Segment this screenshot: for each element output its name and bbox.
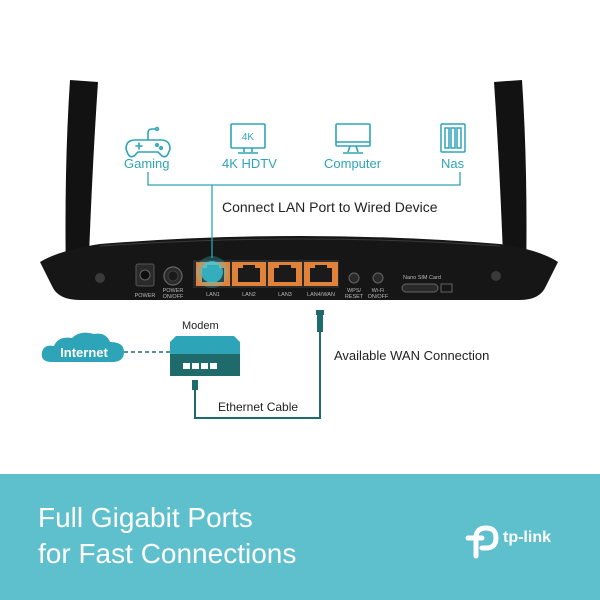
sim-card-label: Nano SIM Card	[403, 275, 441, 281]
ethernet-cable	[192, 310, 324, 419]
wps-label-2: RESET	[345, 294, 364, 300]
right-screw-icon	[491, 271, 501, 281]
router-diagram: POWER POWER ON/OFF LAN1 LAN2	[40, 80, 558, 419]
device-label-gaming: Gaming	[124, 156, 170, 171]
left-antenna	[65, 80, 98, 282]
device-label-nas: Nas	[441, 156, 465, 171]
power-port-label: POWER	[135, 293, 156, 299]
port-lan2: LAN2	[232, 262, 266, 298]
wifi-label-1: Wi-Fi	[372, 288, 385, 294]
wifi-onoff-button	[372, 272, 384, 284]
port-lan2-label: LAN2	[242, 292, 256, 298]
port-lan3: LAN3	[268, 262, 302, 298]
power-jack-hole	[139, 269, 151, 281]
wan-connection-label: Available WAN Connection	[334, 348, 490, 363]
sim-card-slot	[401, 283, 439, 293]
modem-icon	[170, 336, 240, 376]
connect-lan-label: Connect LAN Port to Wired Device	[222, 199, 438, 215]
4k-tv-icon: 4K	[230, 123, 266, 154]
internet-cloud-icon	[41, 332, 124, 362]
device-label-4k-hdtv: 4K HDTV	[222, 156, 277, 171]
device-label-computer: Computer	[324, 156, 382, 171]
router-back-panel: POWER POWER ON/OFF LAN1 LAN2	[40, 236, 558, 300]
tp-link-logo-icon	[465, 525, 499, 559]
port-lan3-label: LAN3	[278, 292, 292, 298]
ethernet-cable-label: Ethernet Cable	[218, 400, 299, 414]
right-antenna	[494, 80, 527, 282]
power-onoff-label-2: ON/OFF	[163, 294, 184, 300]
lan1-highlight	[201, 261, 223, 283]
banner-headline-line1: Full Gigabit Ports	[38, 502, 253, 533]
left-screw-icon	[95, 273, 105, 283]
4k-screen-text: 4K	[242, 132, 255, 143]
gamepad-icon	[125, 126, 171, 158]
power-button-inner	[167, 270, 179, 282]
computer-icon	[335, 123, 371, 154]
connection-bracket	[147, 172, 461, 258]
brand-name: tp-link	[503, 529, 551, 546]
banner-headline-line2: for Fast Connections	[38, 538, 297, 569]
sim-orientation-icon	[440, 283, 453, 293]
port-lan4-wan-label: LAN4/WAN	[307, 292, 335, 298]
feature-banner: Full Gigabit Ports for Fast Connections …	[0, 474, 600, 600]
wps-reset-button	[348, 272, 360, 284]
port-lan4-wan: LAN4/WAN	[304, 262, 338, 298]
nas-icon	[440, 123, 466, 153]
wps-label-1: WPS/	[347, 288, 362, 294]
internet-label: Internet	[60, 345, 108, 360]
wifi-label-2: ON/OFF	[368, 294, 389, 300]
modem-label: Modem	[182, 320, 219, 332]
power-onoff-label-1: POWER	[163, 288, 184, 294]
port-lan1-label: LAN1	[206, 292, 220, 298]
